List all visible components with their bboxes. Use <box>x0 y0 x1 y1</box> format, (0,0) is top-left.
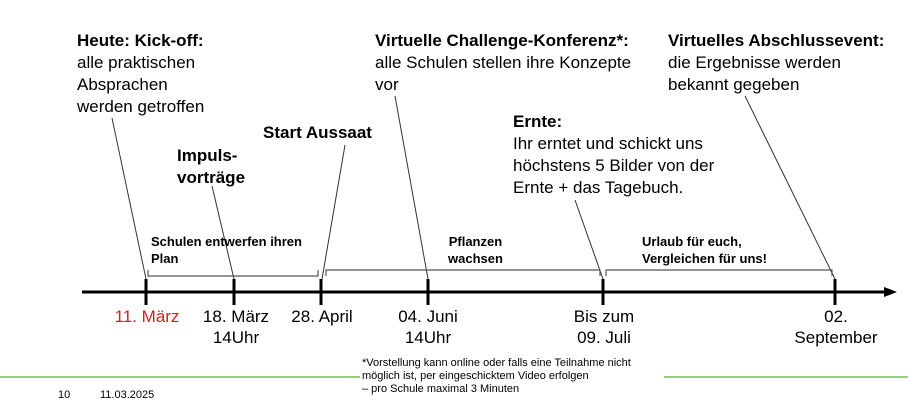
page-number: 10 <box>58 389 71 401</box>
date-line: 11. März <box>114 307 180 326</box>
date-label-04-juni: 04. Juni 14Uhr <box>398 306 458 348</box>
leader-kickoff <box>111 117 147 280</box>
annotation-kickoff: Heute: Kick-off: alle praktischen Abspra… <box>77 30 204 118</box>
abschluss-title: Virtuelles Abschlussevent: <box>668 31 885 50</box>
date-line: September <box>794 328 878 347</box>
abschluss-line: bekannt gegeben <box>668 75 800 94</box>
date-line: 02. <box>824 307 848 326</box>
brace-wachsen <box>325 269 601 276</box>
leader-konferenz <box>394 95 429 280</box>
phase-urlaub-line: Urlaub für euch, <box>642 234 742 249</box>
footnote: *Vorstellung kann online oder falls eine… <box>362 357 631 396</box>
timeline-arrowhead <box>884 287 897 297</box>
konferenz-line: alle Schulen stellen ihre Konzepte <box>375 53 632 72</box>
kickoff-line: alle praktischen <box>77 53 196 72</box>
footnote-line: möglich ist, per eingeschicktem Video er… <box>362 370 589 382</box>
aussaat-title: Start Aussaat <box>263 123 372 142</box>
leader-impuls <box>211 185 235 280</box>
date-line: 28. April <box>291 307 353 326</box>
annotation-ernte: Ernte: Ihr erntet und schickt uns höchst… <box>513 111 714 199</box>
impuls-line: Impuls- <box>177 146 238 165</box>
date-line: 14Uhr <box>404 328 452 347</box>
impuls-line: vorträge <box>177 168 246 187</box>
leader-ernte <box>574 199 604 280</box>
date-line: 18. März <box>202 307 270 326</box>
konferenz-title: Virtuelle Challenge-Konferenz*: <box>375 31 629 50</box>
footer-date: 11.03.2025 <box>100 389 155 401</box>
phase-plan-line: Schulen entwerfen ihren <box>151 234 302 249</box>
konferenz-line: vor <box>375 75 399 94</box>
phase-plan-line: Plan <box>151 251 179 266</box>
leader-aussaat <box>321 144 346 280</box>
phase-wachsen-line: wachsen <box>448 251 503 266</box>
date-label-28-april: 28. April <box>291 306 352 327</box>
phase-urlaub: Urlaub für euch, Vergleichen für uns! <box>642 233 767 267</box>
ernte-line: Ihr erntet und schickt uns <box>513 134 703 153</box>
brace-urlaub <box>605 269 833 276</box>
date-label-09-juli: Bis zum 09. Juli <box>574 306 634 348</box>
kickoff-line: Absprachen <box>77 75 168 94</box>
footnote-line: *Vorstellung kann online oder falls eine… <box>362 357 631 369</box>
date-line: Bis zum <box>573 307 635 326</box>
leader-abschluss <box>744 95 836 280</box>
annotation-abschluss: Virtuelles Abschlussevent: die Ergebniss… <box>668 30 884 96</box>
date-label-18-maerz: 18. März 14Uhr <box>203 306 269 348</box>
phase-plan: Schulen entwerfen ihren Plan <box>151 233 302 267</box>
phase-wachsen-line: Pflanzen <box>448 234 503 249</box>
brace-plan <box>147 270 319 277</box>
footnote-line: – pro Schule maximal 3 Minuten <box>362 383 520 395</box>
annotation-impuls: Impuls- vorträge <box>177 145 245 189</box>
ernte-line: Ernte + das Tagebuch. <box>513 178 684 197</box>
date-line: 14Uhr <box>212 328 260 347</box>
ernte-title: Ernte: <box>513 112 563 131</box>
kickoff-title: Heute: Kick-off: <box>77 31 204 50</box>
phase-urlaub-line: Vergleichen für uns! <box>642 251 767 266</box>
date-label-11-maerz: 11. März <box>115 306 180 327</box>
date-line: 04. Juni <box>398 307 458 326</box>
date-label-02-september: 02. September <box>794 306 877 348</box>
date-line: 09. Juli <box>577 328 631 347</box>
ernte-line: höchstens 5 Bilder von der <box>513 156 715 175</box>
kickoff-line: werden getroffen <box>77 97 205 116</box>
phase-wachsen: Pflanzen wachsen <box>448 233 503 267</box>
annotation-konferenz: Virtuelle Challenge-Konferenz*: alle Sch… <box>375 30 631 96</box>
abschluss-line: die Ergebnisse werden <box>668 53 841 72</box>
annotation-aussaat: Start Aussaat <box>263 122 372 144</box>
